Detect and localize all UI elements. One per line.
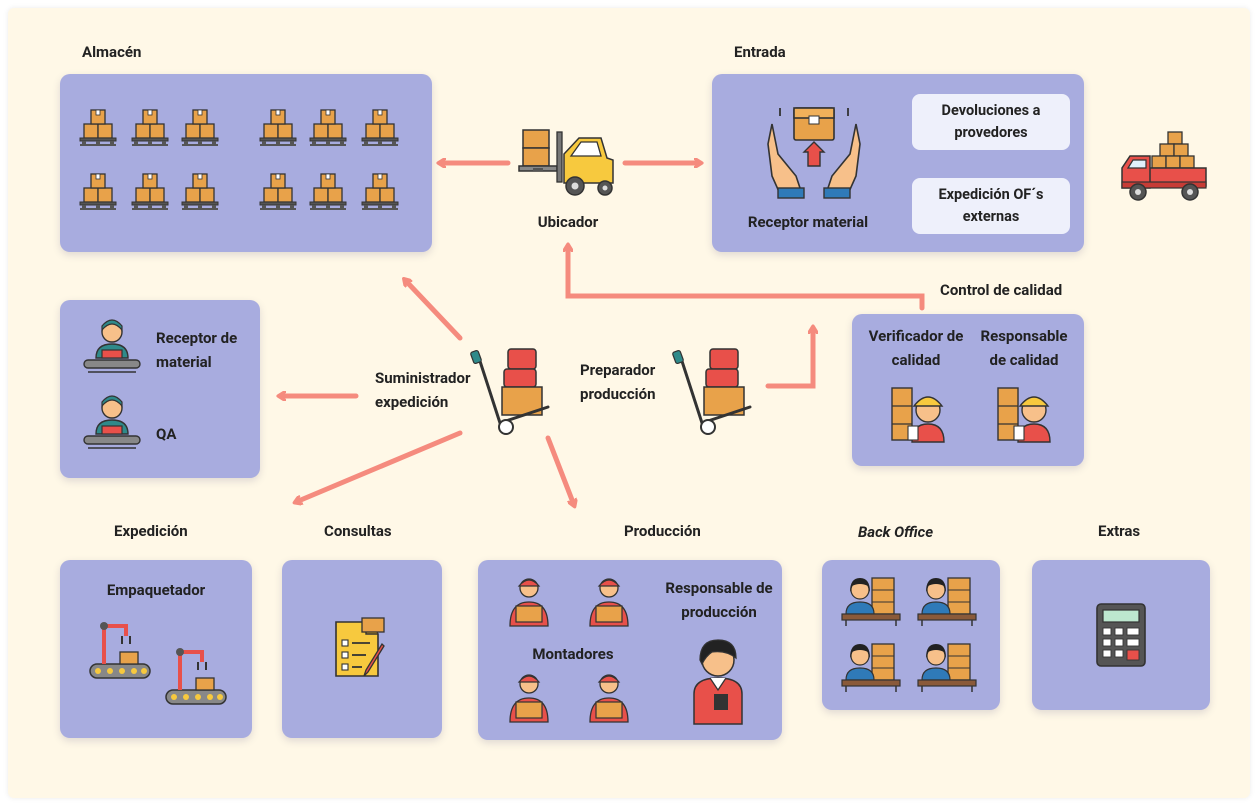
hand-truck-icon xyxy=(672,348,752,435)
office-worker-icon xyxy=(841,577,977,693)
arrow-preparador-to-calidad xyxy=(765,328,813,389)
pill-devoluciones: Devoluciones a provedores xyxy=(912,94,1070,150)
arrow-to-produccion xyxy=(545,435,574,505)
section-title-back-office: Back Office xyxy=(858,523,934,541)
worker-conveyor-icon xyxy=(83,395,141,449)
back-office-box xyxy=(822,560,1000,710)
hand-truck-icon xyxy=(470,348,550,435)
pill-expedicion-of: Expedición OF´s externas xyxy=(912,178,1070,234)
label-responsable-produccion: Responsable de producción xyxy=(665,579,773,621)
entrada-box: Receptor material Devoluciones a provedo… xyxy=(712,74,1084,252)
arrow-calidad-to-ubicador xyxy=(568,246,925,311)
section-title-consultas: Consultas xyxy=(324,522,392,540)
forklift-icon xyxy=(518,129,614,196)
label-ubicador: Ubicador xyxy=(537,213,599,231)
section-title-control-calidad: Control de calidad xyxy=(940,281,1063,299)
diagram-canvas: Almacén xyxy=(8,8,1250,798)
manager-icon xyxy=(693,639,743,725)
label-receptor-de-material: Receptor de material xyxy=(156,329,238,371)
section-title-almacen: Almacén xyxy=(82,43,142,61)
loader-worker-icon xyxy=(589,674,629,723)
label-preparador: Preparador producción xyxy=(580,361,656,403)
produccion-box: Montadores Responsable de producción xyxy=(478,560,782,740)
section-title-produccion: Producción xyxy=(624,522,701,540)
almacen-box xyxy=(60,74,432,252)
receptor-qa-box: Receptor de material QA xyxy=(60,300,260,478)
section-title-entrada: Entrada xyxy=(734,43,786,61)
delivery-truck-icon xyxy=(1121,131,1207,201)
expedicion-box: Empaquetador xyxy=(60,560,252,738)
quality-worker-icon xyxy=(997,387,1051,443)
section-title-expedicion: Expedición xyxy=(114,522,188,540)
arrow-to-almacen-diag xyxy=(405,280,463,341)
robot-arm-icon xyxy=(89,622,227,705)
control-calidad-box: Verificador de calidad Responsable de ca… xyxy=(852,314,1084,466)
calculator-icon xyxy=(1096,603,1146,667)
consultas-box xyxy=(282,560,442,738)
hands-box-icon xyxy=(767,107,861,199)
label-montadores: Montadores xyxy=(532,645,614,663)
section-title-extras: Extras xyxy=(1098,522,1141,540)
quality-worker-icon xyxy=(891,387,945,443)
label-qa: QA xyxy=(156,425,177,443)
flow-arrows xyxy=(8,8,925,798)
arrow-to-expedicion xyxy=(296,430,463,502)
loader-worker-icon xyxy=(589,578,629,627)
label-suministrador: Suministrador expedición xyxy=(375,369,471,411)
checklist-icon xyxy=(335,617,385,677)
loader-worker-icon xyxy=(509,674,549,723)
loader-worker-icon xyxy=(509,578,549,627)
label-responsable-calidad: Responsable de calidad xyxy=(980,327,1068,369)
worker-conveyor-icon xyxy=(83,319,141,373)
label-empaquetador: Empaquetador xyxy=(106,581,206,599)
pallet-boxes-icon xyxy=(79,109,399,211)
label-receptor-material: Receptor material xyxy=(747,213,869,231)
extras-box xyxy=(1032,560,1210,710)
label-verificador: Verificador de calidad xyxy=(868,327,964,369)
